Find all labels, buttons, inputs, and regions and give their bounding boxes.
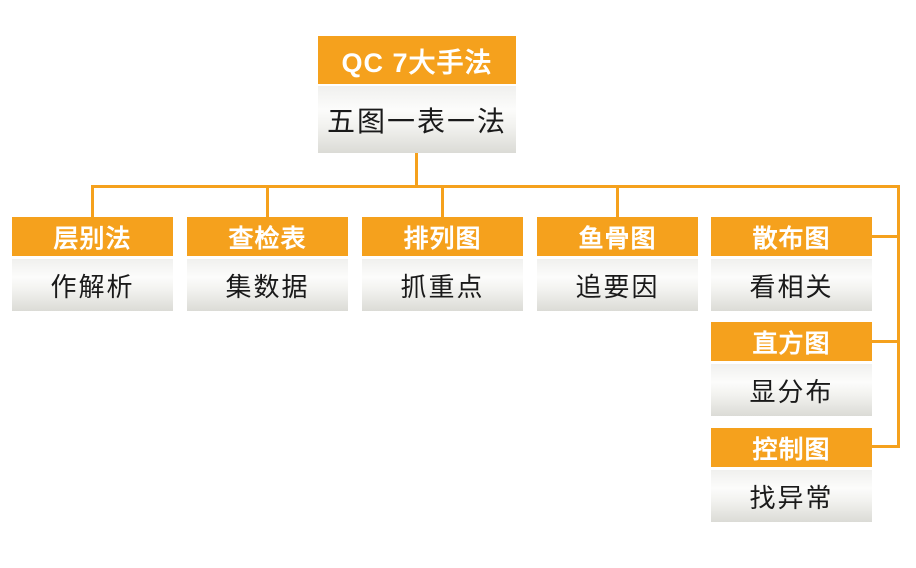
- node-check-sheet: 查检表 集数据: [187, 217, 348, 311]
- node-control-chart: 控制图 找异常: [711, 428, 872, 522]
- node-fishbone-diagram-title: 鱼骨图: [537, 217, 698, 256]
- node-fishbone-diagram-subtitle: 追要因: [537, 259, 698, 311]
- node-qc-7-tools: QC 7大手法 五图一表一法: [318, 36, 516, 153]
- node-scatter-diagram: 散布图 看相关: [711, 217, 872, 311]
- node-check-sheet-subtitle: 集数据: [187, 259, 348, 311]
- connector-stub-histogram: [872, 340, 897, 343]
- node-control-chart-title: 控制图: [711, 428, 872, 467]
- node-stratification-subtitle: 作解析: [12, 259, 173, 311]
- connector-root-stem: [415, 153, 418, 186]
- node-qc-7-tools-subtitle: 五图一表一法: [318, 86, 516, 153]
- node-stratification: 层别法 作解析: [12, 217, 173, 311]
- connector-right-vertical: [897, 185, 900, 448]
- node-stratification-title: 层别法: [12, 217, 173, 256]
- connector-main-horizontal: [92, 185, 900, 188]
- connector-drop-stratification: [91, 185, 94, 217]
- node-fishbone-diagram: 鱼骨图 追要因: [537, 217, 698, 311]
- connector-drop-fishbone: [616, 185, 619, 217]
- node-histogram: 直方图 显分布: [711, 322, 872, 416]
- node-control-chart-subtitle: 找异常: [711, 470, 872, 522]
- node-scatter-diagram-title: 散布图: [711, 217, 872, 256]
- connector-stub-control-chart: [872, 445, 897, 448]
- node-pareto-chart-subtitle: 抓重点: [362, 259, 523, 311]
- node-histogram-title: 直方图: [711, 322, 872, 361]
- node-qc-7-tools-title: QC 7大手法: [318, 36, 516, 84]
- connector-stub-scatter: [872, 235, 897, 238]
- node-pareto-chart-title: 排列图: [362, 217, 523, 256]
- node-check-sheet-title: 查检表: [187, 217, 348, 256]
- node-scatter-diagram-subtitle: 看相关: [711, 259, 872, 311]
- node-pareto-chart: 排列图 抓重点: [362, 217, 523, 311]
- connector-drop-pareto: [441, 185, 444, 217]
- connector-drop-check-sheet: [266, 185, 269, 217]
- node-histogram-subtitle: 显分布: [711, 364, 872, 416]
